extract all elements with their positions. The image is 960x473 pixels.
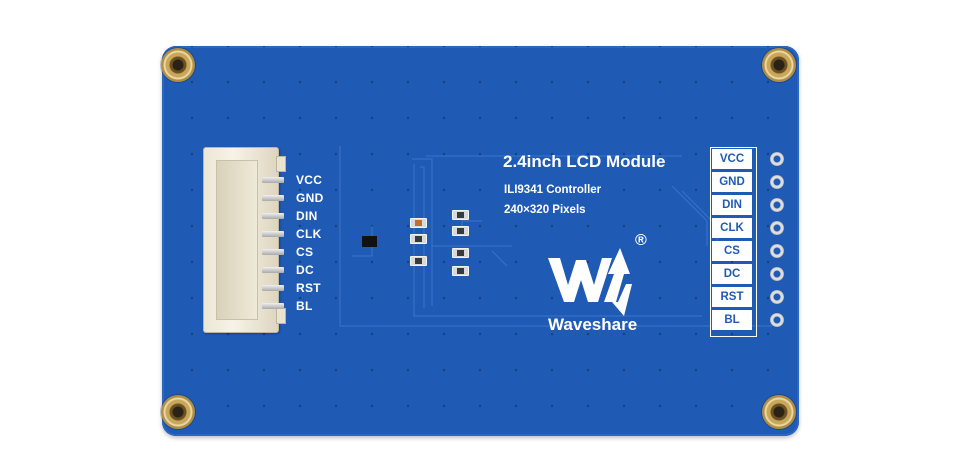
connector-tab — [276, 156, 286, 172]
smd-component — [410, 218, 427, 228]
connector-pin — [262, 213, 284, 219]
mounting-hole-bottom-right — [762, 395, 796, 429]
registered-mark: ® — [635, 232, 647, 249]
header-label-cs: CS — [712, 241, 752, 261]
connector-pin — [262, 231, 284, 237]
connector-label-gnd: GND — [296, 191, 324, 205]
connector-pin — [262, 267, 284, 273]
header-pad — [770, 290, 784, 304]
connector-label-cs: CS — [296, 245, 314, 259]
connector-pin — [262, 285, 284, 291]
header-pad — [770, 221, 784, 235]
connector-slot — [216, 160, 258, 320]
connector-label-clk: CLK — [296, 227, 322, 241]
smd-component — [452, 226, 469, 236]
waveshare-logo-icon — [548, 248, 632, 316]
brand-name: Waveshare — [548, 315, 638, 334]
pcb-board — [162, 46, 799, 436]
header-pad — [770, 175, 784, 189]
mounting-hole-top-left — [161, 48, 195, 82]
connector-pin — [262, 177, 284, 183]
header-label-din: DIN — [712, 195, 752, 215]
transistor-component — [362, 236, 377, 247]
connector-label-dc: DC — [296, 263, 314, 277]
header-label-clk: CLK — [712, 218, 752, 238]
header-pad — [770, 313, 784, 327]
smd-component — [452, 248, 469, 258]
smd-component — [452, 210, 469, 220]
header-pad — [770, 244, 784, 258]
header-pad — [770, 198, 784, 212]
connector-label-rst: RST — [296, 281, 321, 295]
header-label-frame — [710, 147, 757, 337]
connector-label-din: DIN — [296, 209, 318, 223]
mounting-hole-top-right — [762, 48, 796, 82]
header-pad — [770, 152, 784, 166]
smd-component — [452, 266, 469, 276]
smd-component — [410, 234, 427, 244]
header-label-gnd: GND — [712, 172, 752, 192]
header-label-rst: RST — [712, 287, 752, 307]
gh-connector — [203, 147, 286, 333]
controller-label: ILI9341 Controller — [504, 184, 602, 196]
connector-pin — [262, 195, 284, 201]
connector-label-vcc: VCC — [296, 173, 323, 187]
connector-label-bl: BL — [296, 299, 313, 313]
connector-tab — [276, 308, 286, 324]
header-pad — [770, 267, 784, 281]
module-title: 2.4inch LCD Module — [503, 152, 666, 171]
connector-pin — [262, 249, 284, 255]
smd-component — [410, 256, 427, 266]
connector-pin — [262, 303, 284, 309]
header-label-bl: BL — [712, 310, 752, 330]
resolution-label: 240×320 Pixels — [504, 204, 586, 216]
mounting-hole-bottom-left — [161, 395, 195, 429]
header-label-dc: DC — [712, 264, 752, 284]
header-label-vcc: VCC — [712, 149, 752, 169]
